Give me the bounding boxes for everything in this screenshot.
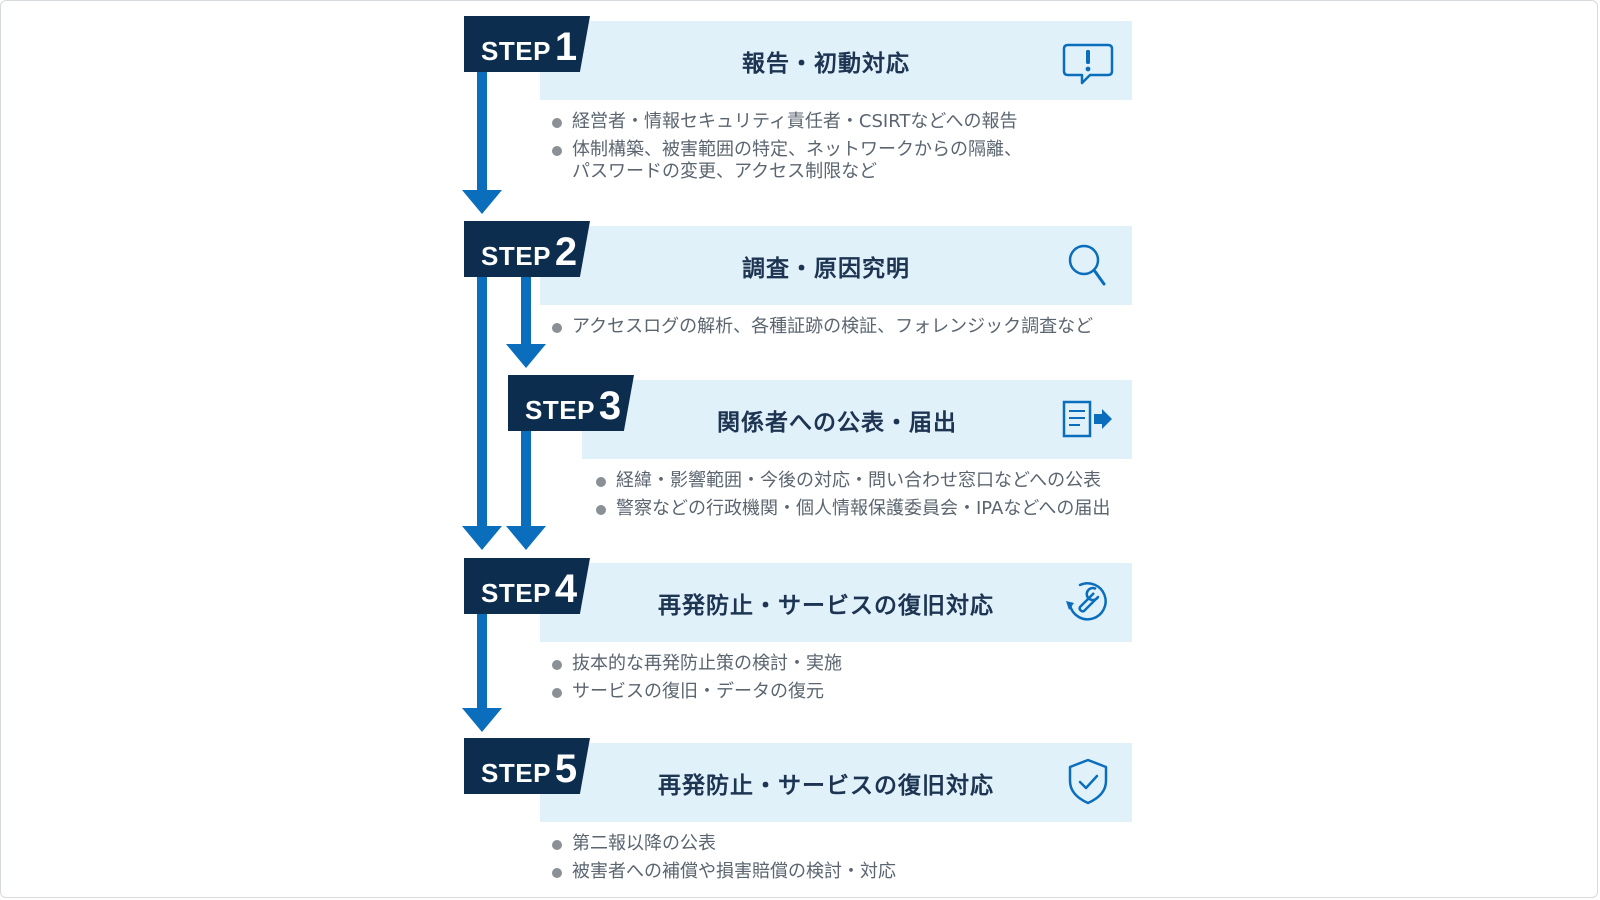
list-item: 警察などの行政機関・個人情報保護委員会・IPAなどへの届出: [594, 498, 1110, 520]
step-2-label: STEP: [481, 241, 551, 271]
step-5-bullets: 第二報以降の公表 被害者への補償や損害賠償の検討・対応: [550, 833, 896, 889]
flow-arrow-step1-to-step2: [462, 70, 502, 214]
step-4-label: STEP: [481, 578, 551, 608]
document-send-icon: [1062, 400, 1112, 438]
step-3-label: STEP: [525, 395, 595, 425]
step-3-number: 3: [598, 384, 622, 428]
list-item: サービスの復旧・データの復元: [550, 681, 842, 703]
shield-check-icon: [1068, 758, 1108, 805]
step-3-bullets: 経緯・影響範囲・今後の対応・問い合わせ窓口などへの公表 警察などの行政機関・個人…: [594, 470, 1110, 526]
list-item: アクセスログの解析、各種証跡の検証、フォレンジック調査など: [550, 316, 1093, 338]
flow-arrow-step4-to-step5: [462, 612, 502, 732]
list-item: 経緯・影響範囲・今後の対応・問い合わせ窓口などへの公表: [594, 470, 1110, 492]
step-1-title: 報告・初動対応: [742, 50, 910, 77]
step-3-panel: 関係者への公表・届出: [582, 380, 1132, 459]
list-item: 被害者への補償や損害賠償の検討・対応: [550, 861, 896, 883]
step-2-panel: 調査・原因究明: [540, 226, 1132, 305]
magnifier-icon: [1068, 244, 1106, 286]
wrench-icon: [1066, 582, 1107, 621]
step-2-number: 2: [554, 230, 578, 274]
step-2-bullets: アクセスログの解析、各種証跡の検証、フォレンジック調査など: [550, 316, 1093, 344]
step-2-title: 調査・原因究明: [742, 255, 910, 282]
flow-arrow-step2-to-step4: [462, 276, 502, 550]
step-5-panel: 再発防止・サービスの復旧対応: [540, 743, 1132, 822]
step-5-label: STEP: [481, 758, 551, 788]
step-4-title: 再発防止・サービスの復旧対応: [658, 592, 994, 619]
list-item: 第二報以降の公表: [550, 833, 896, 855]
step-1-number: 1: [554, 25, 578, 69]
step-4-number: 4: [554, 567, 578, 611]
flow-arrow-step2-to-step3: [506, 276, 546, 368]
step-1-bullets: 経営者・情報セキュリティ責任者・CSIRTなどへの報告 体制構築、被害範囲の特定…: [550, 111, 1022, 189]
list-item: 抜本的な再発防止策の検討・実施: [550, 653, 842, 675]
step-3-title: 関係者への公表・届出: [717, 409, 957, 436]
list-item: 経営者・情報セキュリティ責任者・CSIRTなどへの報告: [550, 111, 1022, 133]
alert-speech-bubble-icon: [1062, 43, 1114, 85]
step-4-bullets: 抜本的な再発防止策の検討・実施 サービスの復旧・データの復元: [550, 653, 842, 709]
step-5-number: 5: [554, 747, 578, 791]
step-1-panel: 報告・初動対応: [540, 21, 1132, 100]
step-1-label: STEP: [481, 36, 551, 66]
step-5-title: 再発防止・サービスの復旧対応: [658, 772, 994, 799]
list-item: 体制構築、被害範囲の特定、ネットワークからの隔離、 パスワードの変更、アクセス制…: [550, 139, 1022, 183]
step-4-panel: 再発防止・サービスの復旧対応: [540, 563, 1132, 642]
flow-arrow-step3-to-step4: [506, 428, 546, 550]
